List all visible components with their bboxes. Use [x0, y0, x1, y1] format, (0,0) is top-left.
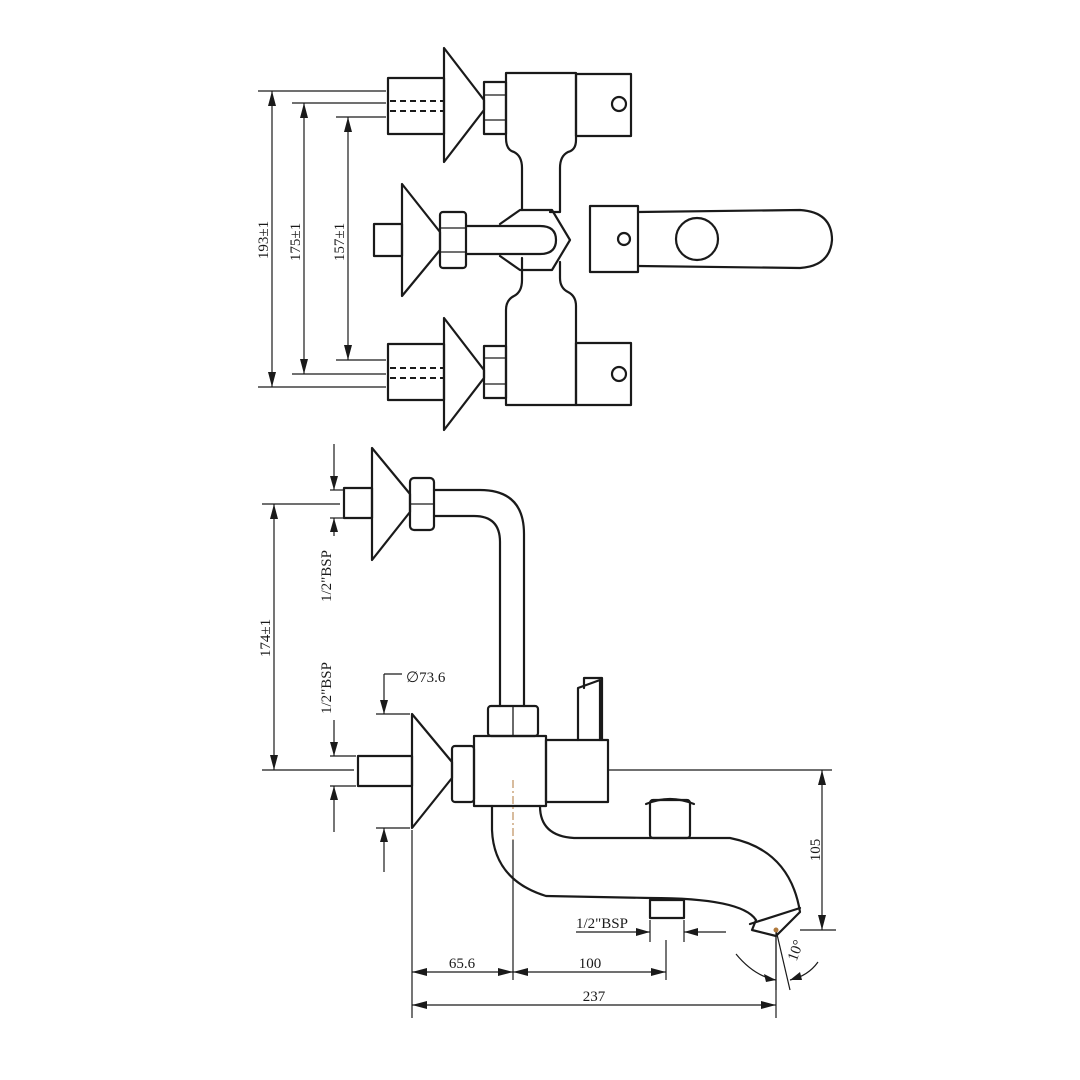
upper-inlet-side — [342, 446, 526, 708]
top-inlet — [386, 46, 508, 164]
bracket-bottom — [574, 341, 633, 407]
spout-thread-label: 1/2"BSP — [576, 916, 628, 932]
dim-100: 100 — [579, 956, 602, 972]
lower-inlet-side — [356, 676, 832, 840]
bottom-inlet — [386, 316, 508, 432]
top-view: 193±1 175±1 157±1 — [256, 46, 834, 432]
thread-top-label: 1/2"BSP — [319, 550, 335, 602]
bracket-top — [574, 72, 633, 138]
spout — [490, 797, 802, 938]
valve-body-outline — [504, 71, 578, 407]
dim-174: 174±1 — [258, 619, 274, 657]
flange-diameter-label: ∅73.6 — [406, 670, 446, 686]
lever-handle — [588, 204, 834, 274]
middle-outlet — [372, 182, 572, 298]
bracket-top-hole — [610, 95, 628, 113]
dim-175: 175±1 — [288, 223, 304, 261]
spout-height-label: 105 — [808, 839, 824, 862]
dim-157: 157±1 — [332, 223, 348, 261]
angle-label: 10° — [785, 938, 807, 963]
thread-bottom-label: 1/2"BSP — [319, 662, 335, 714]
dim-237: 237 — [583, 989, 606, 1005]
dim-65-6: 65.6 — [449, 956, 476, 972]
bracket-bottom-hole — [610, 365, 628, 383]
side-view-dimensions — [262, 444, 836, 1018]
top-view-dimensions — [258, 90, 386, 388]
dim-193: 193±1 — [256, 221, 272, 259]
side-view: 174±1 1/2"BSP 1/2"BSP ∅73.6 105 1/2"BSP … — [258, 444, 836, 1018]
